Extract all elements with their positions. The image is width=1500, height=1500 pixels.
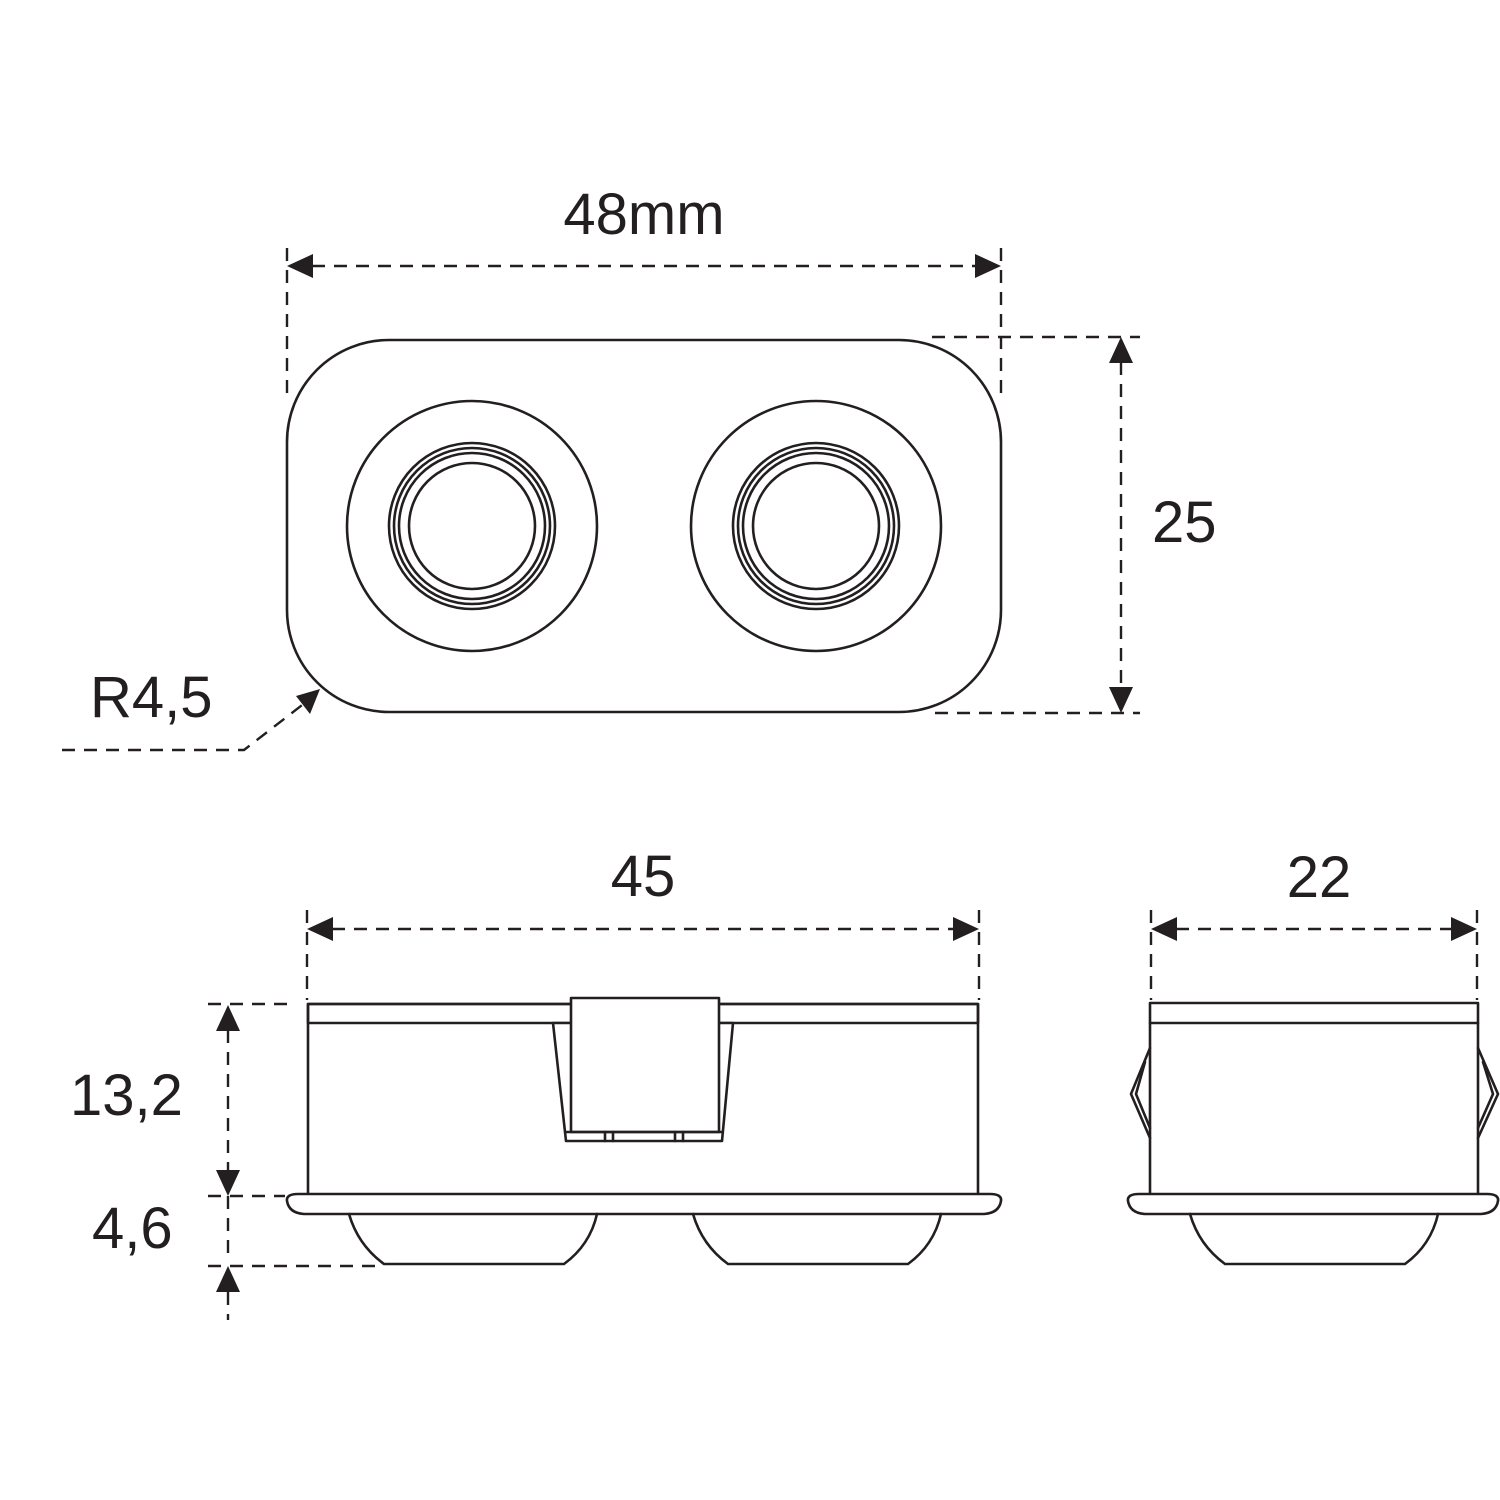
top-height-dimension: 25 bbox=[932, 335, 1217, 715]
arrow-up bbox=[216, 1005, 240, 1031]
radius-callout: R4,5 bbox=[62, 665, 320, 752]
front-width-label: 45 bbox=[611, 844, 676, 909]
side-flange bbox=[1126, 1192, 1500, 1216]
front-width-dimension: 45 bbox=[305, 844, 981, 1000]
arrow-lens-up bbox=[216, 1266, 240, 1292]
front-right-dome bbox=[691, 1212, 943, 1266]
right-lamp-lens bbox=[751, 461, 881, 591]
right-lamp-bezel bbox=[689, 399, 943, 653]
front-lens-height-label: 4,6 bbox=[92, 1196, 173, 1261]
arrow-down bbox=[1109, 687, 1133, 713]
left-lamp-ring-mid bbox=[392, 446, 552, 606]
arrow-left bbox=[1151, 917, 1177, 941]
side-view: 22 bbox=[1126, 845, 1500, 1266]
side-clip-left bbox=[1129, 1046, 1152, 1140]
front-left-dome bbox=[347, 1212, 599, 1266]
left-lamp-lens bbox=[407, 461, 537, 591]
left-lamp-ring-outer bbox=[387, 441, 557, 611]
top-view: 48mm 25 R4,5 bbox=[62, 182, 1217, 752]
left-lamp-bezel bbox=[345, 399, 599, 653]
side-dome bbox=[1188, 1212, 1440, 1266]
front-clip-cap bbox=[569, 996, 721, 1134]
arrow-left bbox=[307, 917, 333, 941]
side-clip-left-inner bbox=[1134, 1060, 1152, 1130]
front-flange bbox=[285, 1192, 1003, 1216]
front-height-dimension: 13,2 4,6 bbox=[70, 1002, 380, 1320]
radius-leader-line bbox=[62, 701, 307, 752]
radius-arrow bbox=[296, 689, 320, 714]
left-lamp-top bbox=[345, 399, 599, 653]
arrow-right bbox=[953, 917, 979, 941]
arrow-left bbox=[287, 254, 313, 278]
arrow-down bbox=[216, 1170, 240, 1196]
arrow-right bbox=[1451, 917, 1477, 941]
top-height-label: 25 bbox=[1152, 490, 1217, 555]
side-width-dimension: 22 bbox=[1149, 845, 1479, 1000]
right-lamp-ring-outer bbox=[731, 441, 901, 611]
arrow-up bbox=[1109, 337, 1133, 363]
radius-label: R4,5 bbox=[90, 665, 213, 730]
side-clip-right bbox=[1476, 1046, 1500, 1140]
side-clip-right-inner bbox=[1476, 1060, 1495, 1130]
right-lamp-ring-mid bbox=[736, 446, 896, 606]
top-width-dimension: 48mm bbox=[285, 182, 1003, 400]
arrow-right bbox=[975, 254, 1001, 278]
side-width-label: 22 bbox=[1287, 845, 1352, 910]
side-body bbox=[1148, 1001, 1480, 1197]
top-view-housing bbox=[285, 338, 1003, 714]
front-view: 45 13,2 4,6 bbox=[70, 844, 1003, 1320]
top-width-label: 48mm bbox=[563, 182, 724, 247]
front-body-height-label: 13,2 bbox=[70, 1063, 183, 1128]
left-lamp-ring-inner bbox=[397, 451, 547, 601]
right-lamp-top bbox=[689, 399, 943, 653]
right-lamp-ring-inner bbox=[741, 451, 891, 601]
